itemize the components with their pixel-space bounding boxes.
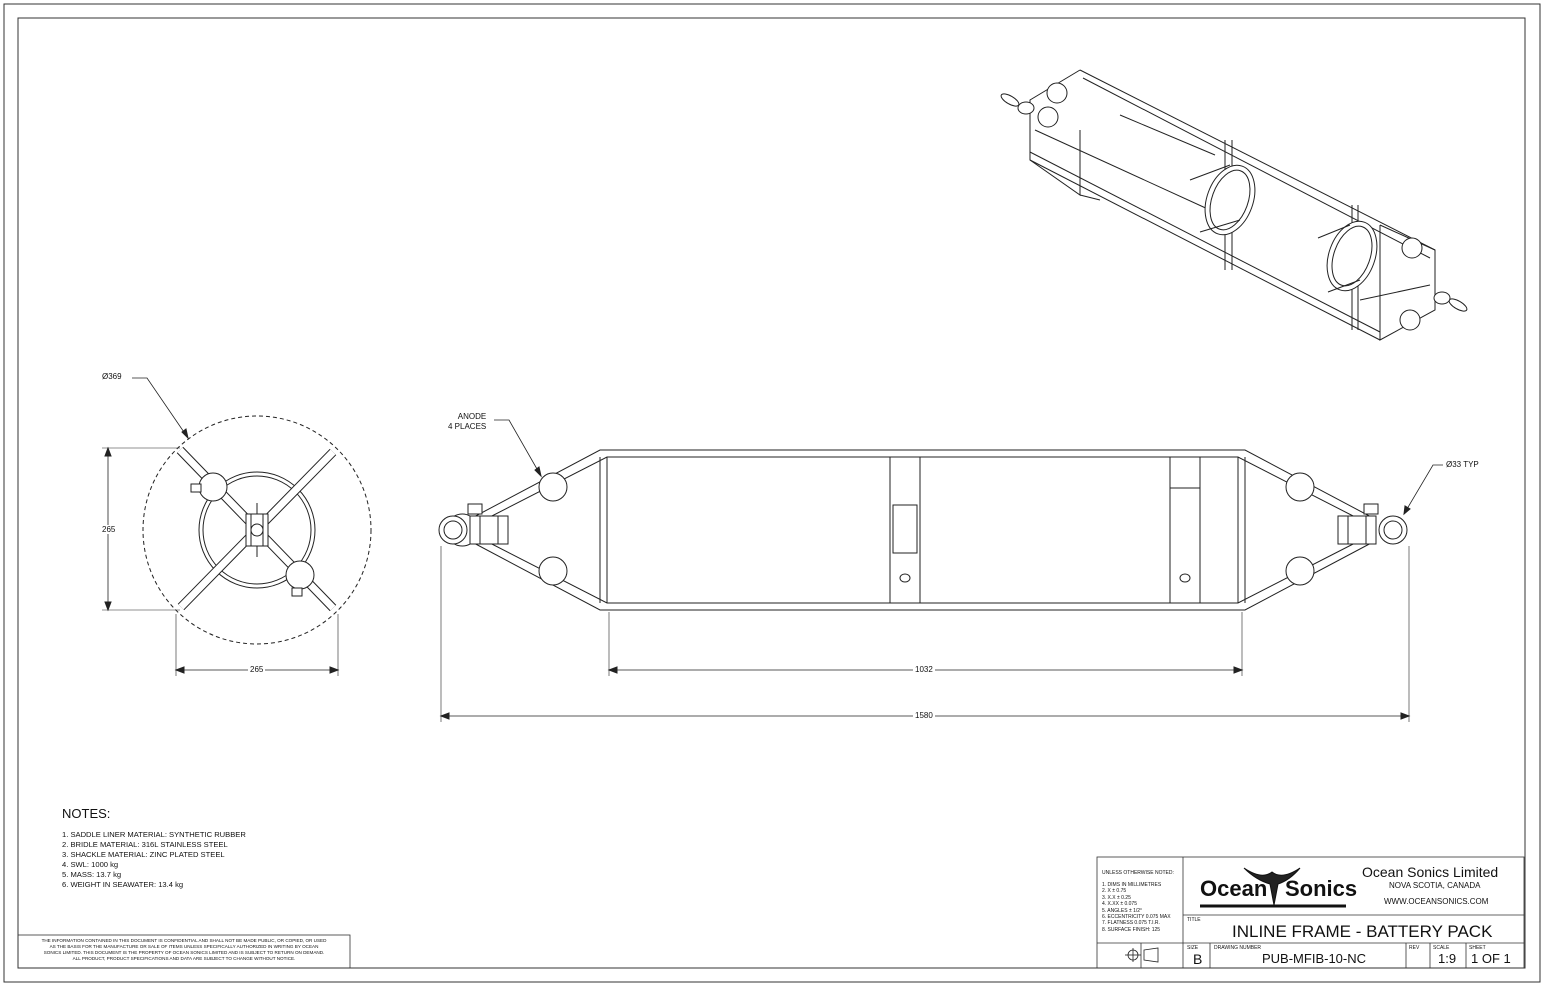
company-location: NOVA SCOTIA, CANADA xyxy=(1389,881,1481,890)
overall-length-dimension: 1580 xyxy=(913,711,935,720)
note-item: 1. SADDLE LINER MATERIAL: SYNTHETIC RUBB… xyxy=(62,830,246,839)
tolerance-item: 1. DIMS IN MILLIMETRES xyxy=(1102,882,1162,888)
drawing-title: INLINE FRAME - BATTERY PACK xyxy=(1232,922,1493,941)
note-item: 6. WEIGHT IN SEAWATER: 13.4 kg xyxy=(62,880,184,889)
notes-list: 1. SADDLE LINER MATERIAL: SYNTHETIC RUBB… xyxy=(62,830,246,890)
drawing-number-caption: DRAWING NUMBER xyxy=(1214,945,1262,951)
tolerance-item: 4. X.XX ± 0.075 xyxy=(1102,901,1137,908)
outer-border xyxy=(3,3,1541,983)
end-view-height-dimension: 265 xyxy=(100,525,118,534)
anode-callout-line-2: 4 PLACES xyxy=(448,422,487,431)
tolerances-list: 1. DIMS IN MILLIMETRES 2. X ± 0.75 3. X.… xyxy=(1102,882,1171,933)
disclaimer-line: SONICS LIMITED. THIS DOCUMENT IS THE PRO… xyxy=(43,950,325,955)
inner-length-dimension: 1032 xyxy=(913,665,935,674)
title-caption: TITLE xyxy=(1187,917,1201,923)
note-item: 2. BRIDLE MATERIAL: 316L STAINLESS STEEL xyxy=(62,840,228,849)
size-caption: SIZE xyxy=(1187,945,1199,951)
inner-border xyxy=(17,17,1526,969)
tolerances-header: UNLESS OTHERWISE NOTED: xyxy=(1102,870,1174,876)
end-view-diameter-label: Ø369 xyxy=(102,372,122,381)
sheet-number: 1 OF 1 xyxy=(1471,951,1511,966)
drawing-scale: 1:9 xyxy=(1438,951,1457,966)
projection-symbol xyxy=(1125,947,1159,963)
sheet-caption: SHEET xyxy=(1469,945,1486,951)
tolerance-item: 3. X.X ± 0.25 xyxy=(1102,894,1131,901)
isometric-view xyxy=(1000,69,1468,341)
end-view xyxy=(102,377,372,676)
title-block-frame xyxy=(17,856,1525,969)
disclaimer-line: ALL PRODUCT, PRODUCT SPECIFICATIONS AND … xyxy=(72,956,296,961)
tolerance-item: 8. SURFACE FINISH: 125 xyxy=(1102,926,1161,933)
notes-title: NOTES: xyxy=(62,806,111,821)
scale-caption: SCALE xyxy=(1433,945,1450,951)
side-view xyxy=(438,419,1443,722)
tolerance-item: 2. X ± 0.75 xyxy=(1102,888,1127,895)
note-item: 5. MASS: 13.7 kg xyxy=(62,870,122,879)
drawing-number: PUB-MFIB-10-NC xyxy=(1262,951,1367,966)
confidentiality-disclaimer: THE INFORMATION CONTAINED IN THIS DOCUME… xyxy=(20,938,348,962)
disclaimer-line: AS THE BASIS FOR THE MANUFACTURE OR SALE… xyxy=(49,944,319,949)
tolerance-item: 6. ECCENTRICITY 0.075 MAX xyxy=(1102,914,1171,921)
disclaimer-line: THE INFORMATION CONTAINED IN THIS DOCUME… xyxy=(41,938,327,943)
tolerance-item: 7. FLATNESS 0.075 T.I.R. xyxy=(1102,920,1160,927)
shackle-diameter-label: Ø33 TYP xyxy=(1446,460,1479,469)
anode-callout: ANODE 4 PLACES xyxy=(448,412,486,432)
logo-graphic xyxy=(1200,867,1346,908)
revision-caption: REV xyxy=(1409,945,1420,951)
tolerance-item: 5. ANGLES ± 1/2° xyxy=(1102,907,1143,914)
note-item: 4. SWL: 1000 kg xyxy=(62,860,119,869)
company-name: Ocean Sonics Limited xyxy=(1362,864,1499,880)
logo-word-sonics: Sonics xyxy=(1285,876,1358,901)
company-website: WWW.OCEANSONICS.COM xyxy=(1384,897,1489,906)
end-view-width-dimension: 265 xyxy=(248,665,266,674)
logo-word-ocean: Ocean xyxy=(1200,876,1268,901)
anode-callout-line-1: ANODE xyxy=(457,412,487,421)
sheet-size: B xyxy=(1193,951,1203,967)
note-item: 3. SHACKLE MATERIAL: ZINC PLATED STEEL xyxy=(62,850,225,859)
